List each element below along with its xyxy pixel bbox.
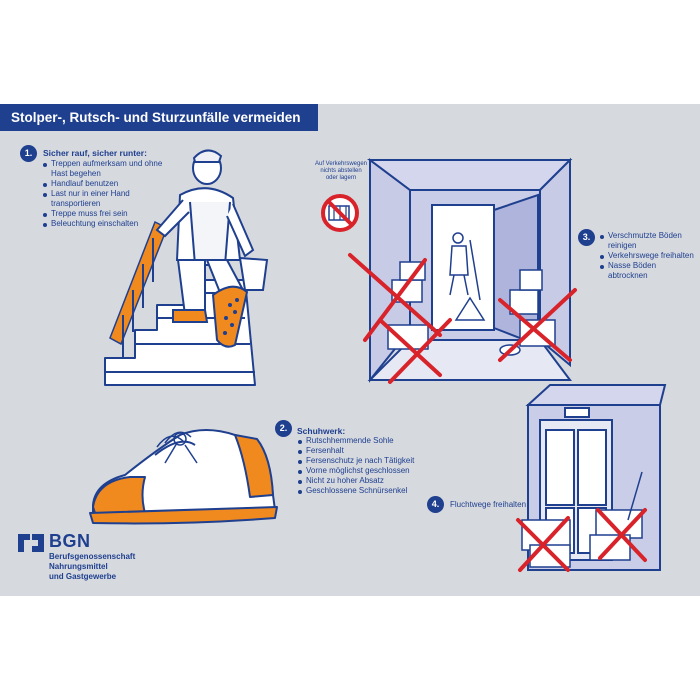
list-item: Verkehrswege freihalten: [599, 251, 694, 261]
bgn-logo-icon: [18, 534, 44, 552]
page-title: Stolper-, Rutsch- und Sturzunfälle verme…: [0, 104, 318, 131]
section-4-text: Fluchtwege freihalten: [450, 500, 527, 509]
stairs-illustration: [104, 149, 269, 386]
logo-line: und Gastgewerbe: [49, 572, 117, 581]
list-item: Geschlossene Schnürsenkel: [297, 486, 437, 496]
list-item: Nicht zu hoher Absatz: [297, 476, 437, 486]
list-item: Fersenhalt: [297, 446, 437, 456]
no-storage-sign-text: Auf Verkehrswegen nichts abstellen oder …: [306, 161, 376, 182]
section-1-list: Treppen aufmerksam und ohne Hast begehen…: [42, 159, 167, 229]
list-item: Fersenschutz je nach Tätigkeit: [297, 456, 437, 466]
list-item: Last nur in einer Hand transportieren: [42, 189, 167, 209]
list-item: Treppe muss frei sein: [42, 209, 167, 219]
list-item: Verschmutzte Böden reinigen: [599, 231, 694, 251]
section-1-heading: Sicher rauf, sicher runter:: [43, 148, 147, 158]
escape-door-illustration: [516, 384, 667, 572]
list-item: Beleuchtung einschalten: [42, 219, 167, 229]
safety-shoe-illustration: [89, 429, 278, 525]
section-3-list: Verschmutzte Böden reinigen Verkehrswege…: [599, 231, 694, 281]
logo-line: Nahrungsmittel: [49, 562, 108, 571]
section-2-list: Rutschhemmende Sohle Fersenhalt Fersensc…: [297, 436, 437, 496]
logo-name: BGN: [49, 531, 91, 551]
section-3-badge: 3.: [578, 229, 595, 246]
list-item: Treppen aufmerksam und ohne Hast begehen: [42, 159, 167, 179]
list-item: Handlauf benutzen: [42, 179, 167, 189]
room-illustration: [348, 157, 577, 384]
no-storage-sign-icon: [321, 194, 359, 232]
list-item: Vorne möglichst geschlossen: [297, 466, 437, 476]
section-4-badge: 4.: [427, 496, 444, 513]
sign-line: Auf Verkehrswegen: [314, 161, 368, 167]
section-2-badge: 2.: [275, 420, 292, 437]
logo-line: Berufsgenossenschaft: [49, 552, 136, 561]
sign-line: nichts abstellen: [320, 168, 362, 174]
section-2-heading: Schuhwerk:: [297, 426, 346, 436]
list-item: Nasse Böden abtrocknen: [599, 261, 694, 281]
list-item: Rutschhemmende Sohle: [297, 436, 437, 446]
sign-line: oder lagern: [325, 175, 357, 181]
section-1-badge: 1.: [20, 145, 37, 162]
